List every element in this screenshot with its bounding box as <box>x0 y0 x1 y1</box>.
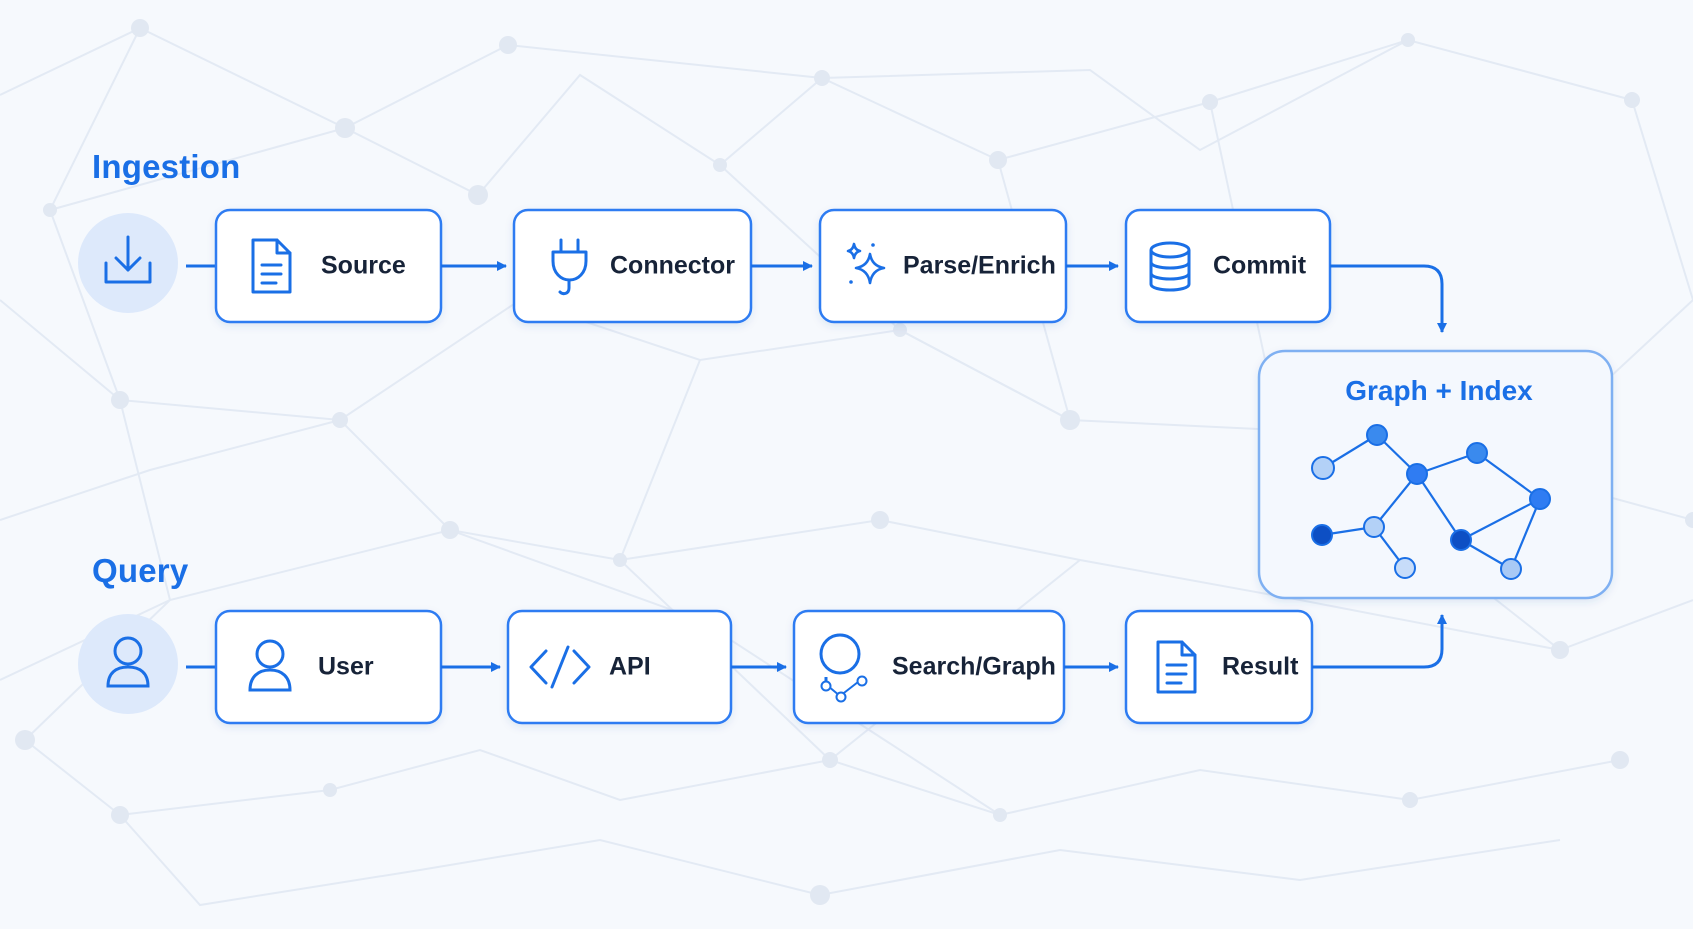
document-icon <box>251 238 292 294</box>
user-icon <box>106 636 150 688</box>
document-icon <box>1156 640 1197 694</box>
user-icon <box>248 639 292 692</box>
source-label: Source <box>321 251 406 280</box>
connector-label: Connector <box>610 251 735 280</box>
arrow-commit-graph <box>1330 264 1447 333</box>
user-label: User <box>318 652 374 681</box>
download-icon <box>104 235 152 284</box>
commit-label: Commit <box>1213 251 1307 280</box>
result-label: Result <box>1222 652 1299 681</box>
sparkle-icon <box>846 242 886 285</box>
query-title: Query <box>92 552 189 589</box>
search-graph-label: Search/Graph <box>892 652 1056 681</box>
ingestion-title: Ingestion <box>92 148 241 185</box>
api-label: API <box>609 652 651 681</box>
arrow-result-graph <box>1312 614 1447 669</box>
plug-icon <box>551 238 588 296</box>
graph-index-title: Graph + Index <box>1345 375 1533 406</box>
code-icon <box>529 645 591 689</box>
parse-enrich-label: Parse/Enrich <box>903 251 1056 280</box>
network-graph-icon <box>1311 424 1551 580</box>
search-graph-icon <box>819 633 868 703</box>
database-icon <box>1149 241 1191 292</box>
